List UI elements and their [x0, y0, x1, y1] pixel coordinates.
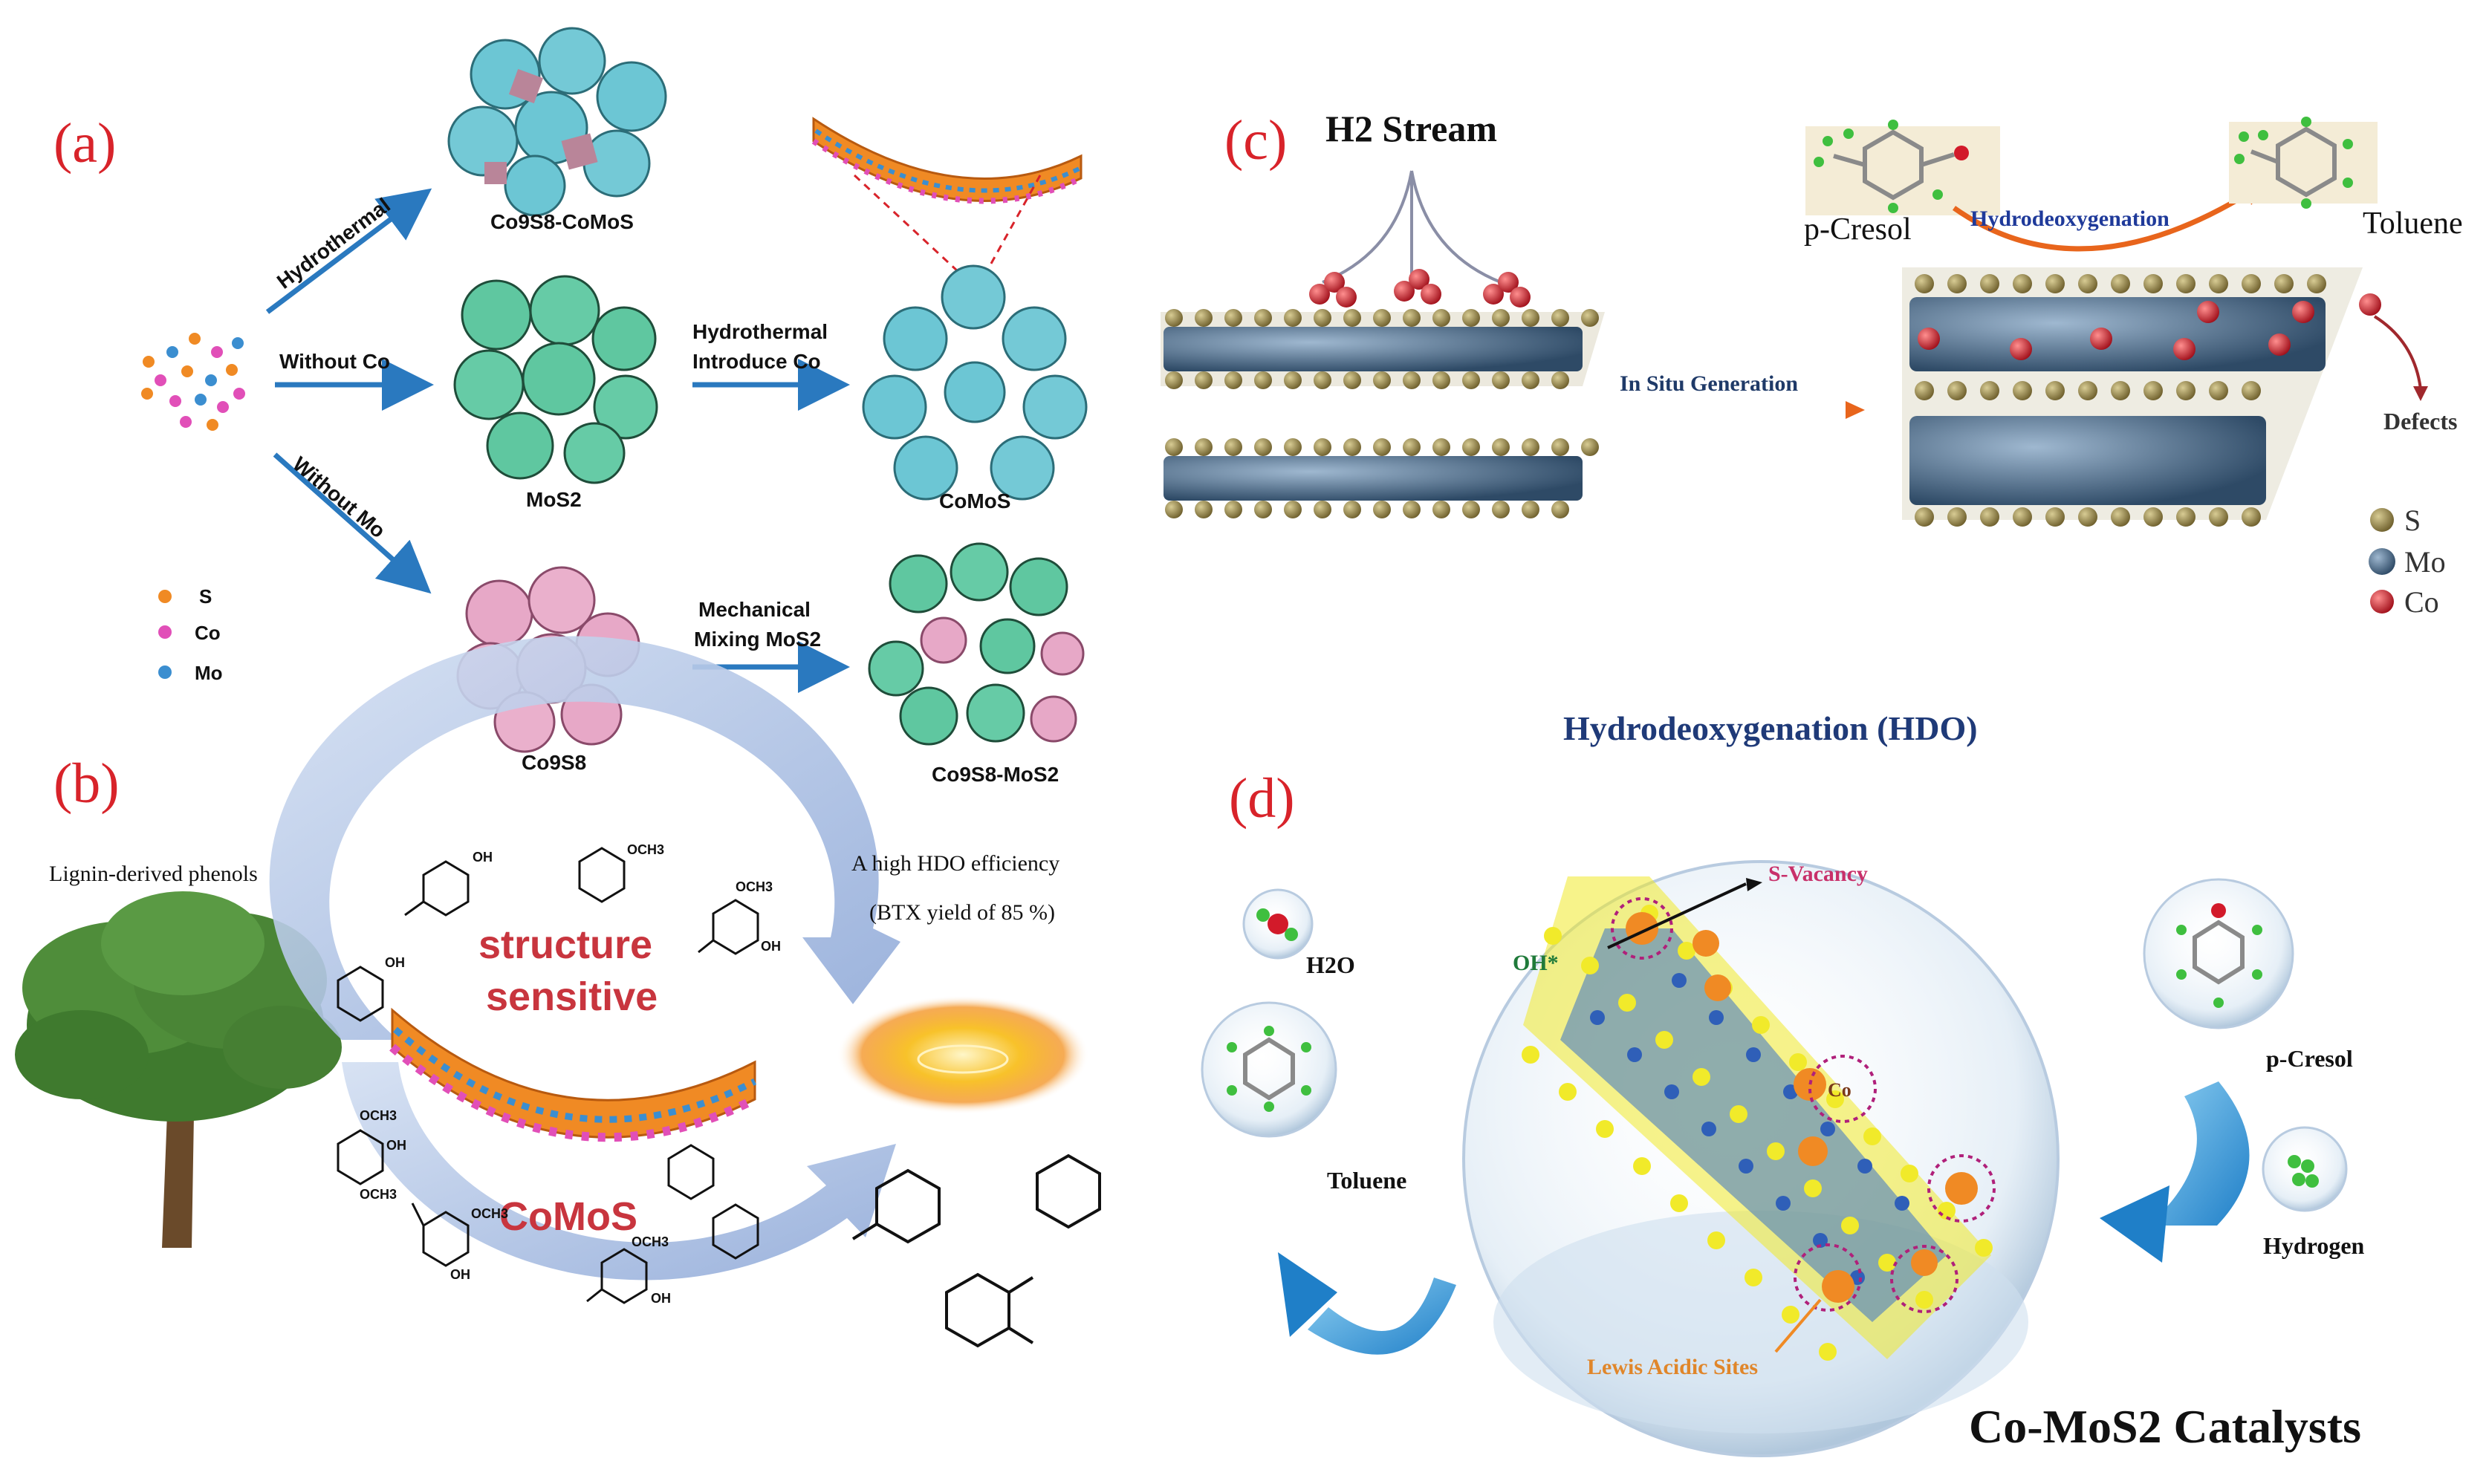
mos2-cluster	[453, 275, 658, 484]
h2-stream-lines	[1322, 170, 1502, 284]
efficiency-line2: (BTX yield of 85 %)	[869, 900, 1055, 925]
btx-molecules	[851, 1153, 1101, 1348]
panel-a-label: (a)	[53, 112, 116, 175]
arrow-introduce-co-line2: Introduce Co	[692, 350, 821, 373]
toluene-label-c: Toluene	[2363, 206, 2463, 241]
legend-c-s: S	[2404, 504, 2421, 537]
comos-nanosheet	[389, 1007, 757, 1142]
defects-arrow	[2373, 315, 2422, 390]
p-cresol-bubble	[2143, 878, 2294, 1029]
panel-c: (c) H2 Stream	[1161, 108, 2463, 619]
legend-mo-dot	[158, 665, 172, 679]
co9s8-comos-label: Co9S8-CoMoS	[490, 210, 634, 233]
toluene-label-d: Toluene	[1327, 1167, 1406, 1194]
hydrogen-label: Hydrogen	[2263, 1232, 2365, 1259]
defective-layer	[1902, 267, 2381, 527]
toluene-bubble	[1201, 1001, 1337, 1138]
legend-c-mo-dot	[2369, 548, 2395, 575]
svg-text:OH: OH	[761, 939, 781, 954]
oil-drop-image	[837, 995, 1089, 1114]
arrow-hydrothermal	[265, 188, 432, 314]
toluene-molecule	[2229, 117, 2378, 209]
panel-d: Hydrodeoxygenation (HDO) (d)	[1201, 709, 2365, 1457]
legend-co-dot	[158, 625, 172, 639]
catalyst-lattice	[1522, 876, 1996, 1361]
svg-text:OH: OH	[651, 1291, 671, 1306]
substituent-labels: OH OCH3 OCH3 OH OH OCH3 OH OCH3 OCH3 OH …	[360, 842, 781, 1306]
arrow-without-co-label: Without Co	[279, 350, 390, 373]
output-arrow	[1308, 1278, 1456, 1355]
svg-text:OCH3: OCH3	[360, 1187, 397, 1202]
tree-image	[15, 891, 342, 1248]
lignin-label: Lignin-derived phenols	[49, 862, 258, 886]
h2o-bubble	[1242, 888, 1314, 960]
arrow-without-mo	[273, 452, 432, 594]
svg-text:OCH3: OCH3	[627, 842, 664, 857]
arrow-mechanical-line2: Mixing MoS2	[694, 628, 821, 651]
legend-mo-label: Mo	[195, 662, 223, 684]
arrow-hydrothermal-label: Hydrothermal	[273, 193, 395, 293]
panel-c-label: (c)	[1224, 109, 1287, 172]
structure-line1: structure	[478, 922, 652, 967]
panel-b: (b) Lignin-derived phenols structure sen…	[15, 636, 1101, 1348]
svg-text:OCH3: OCH3	[736, 879, 773, 894]
panel-b-label: (b)	[53, 752, 120, 815]
panel-d-title: Hydrodeoxygenation (HDO)	[1563, 709, 1978, 747]
s-vacancy-label: S-Vacancy	[1768, 862, 1868, 886]
svg-text:OH: OH	[386, 1138, 406, 1153]
legend-a: S Co Mo	[158, 585, 223, 684]
svg-text:OCH3: OCH3	[632, 1234, 669, 1249]
arrow-introduce-co-line1: Hydrothermal	[692, 320, 828, 343]
panel-d-label: (d)	[1229, 767, 1295, 830]
efficiency-line1: A high HDO efficiency	[851, 851, 1059, 876]
legend-c-co-dot	[2370, 590, 2394, 614]
comos-nanosheet-zoom	[811, 117, 1083, 284]
lewis-label: Lewis Acidic Sites	[1587, 1355, 1758, 1379]
legend-c-co: Co	[2404, 585, 2439, 619]
comos-b-label: CoMoS	[499, 1194, 637, 1239]
svg-text:OH: OH	[450, 1267, 470, 1282]
legend-co-label: Co	[195, 622, 221, 644]
catalyst-label: Co-MoS2 Catalysts	[1969, 1400, 2361, 1453]
svg-text:OCH3: OCH3	[360, 1108, 397, 1123]
legend-s-label: S	[199, 585, 212, 608]
co-site-label: Co	[1828, 1079, 1851, 1101]
input-arrow	[2149, 1081, 2250, 1226]
legend-c-mo: Mo	[2404, 545, 2446, 579]
legend-s-dot	[158, 590, 172, 603]
h2o-label: H2O	[1306, 951, 1355, 978]
legend-c-s-dot	[2370, 508, 2394, 532]
structure-line2: sensitive	[486, 974, 658, 1019]
phenol-molecules	[337, 847, 759, 1304]
s-vacancy-pointer	[1607, 882, 1747, 949]
p-cresol-label-d: p-Cresol	[2266, 1045, 2353, 1072]
in-situ-label: In Situ Generation	[1620, 371, 1798, 396]
co9s8-mos2-label: Co9S8-MoS2	[932, 763, 1059, 786]
svg-text:OH: OH	[473, 850, 493, 865]
h2-stream-label: H2 Stream	[1325, 108, 1497, 149]
co9s8-comos-cluster	[447, 27, 667, 217]
hdo-label: Hydrodeoxygenation	[1970, 206, 2169, 231]
comos-label: CoMoS	[939, 489, 1010, 512]
precursor-cluster	[141, 333, 245, 431]
svg-text:OH: OH	[385, 955, 405, 970]
mos2-bilayer	[1161, 269, 1605, 518]
defects-label: Defects	[2383, 408, 2457, 435]
comos-cluster	[862, 264, 1088, 501]
svg-text:OCH3: OCH3	[471, 1206, 508, 1221]
p-cresol-label: p-Cresol	[1804, 212, 1912, 247]
co9s8-mos2-cluster	[868, 542, 1085, 746]
oh-star-label: OH*	[1513, 951, 1559, 975]
arrow-mechanical-line1: Mechanical	[698, 598, 811, 621]
mos2-label: MoS2	[526, 488, 582, 511]
arrow-without-mo-label: Without Mo	[288, 452, 389, 543]
p-cresol-molecule	[1805, 120, 2000, 215]
hydrogen-bubble	[2262, 1126, 2348, 1212]
co9s8-label: Co9S8	[522, 751, 586, 774]
legend-c: S Mo Co	[2369, 504, 2446, 619]
hdo-arrow	[1952, 189, 2253, 252]
